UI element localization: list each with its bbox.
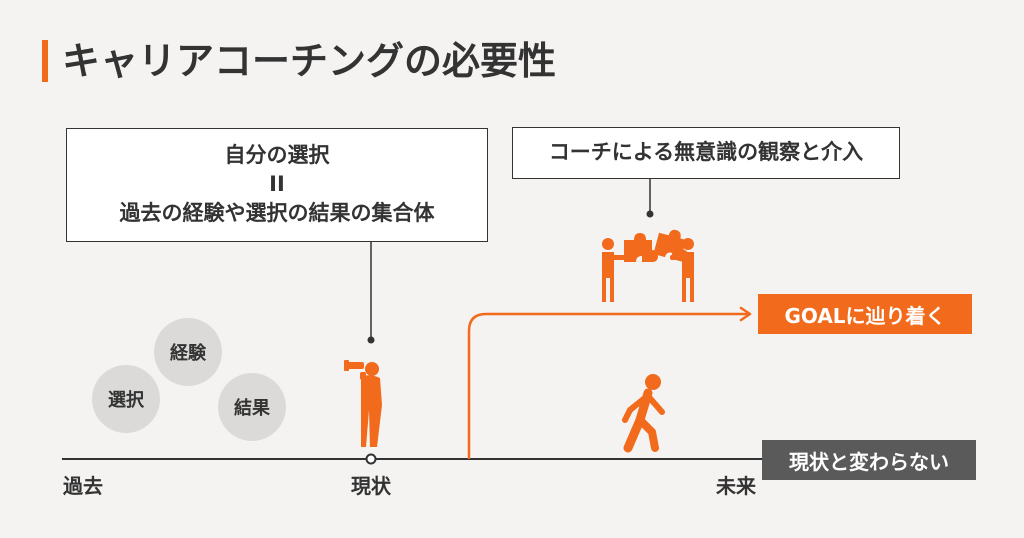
present-marker: [365, 453, 377, 465]
coach-intervention-box: コーチによる無意識の観察と介入: [512, 127, 900, 179]
connector-dot-present: [367, 336, 375, 344]
past-box-line-3: 過去の経験や選択の結果の集合体: [119, 201, 435, 225]
bubble-choice: 選択: [92, 365, 160, 433]
connector-dot-coach: [646, 210, 654, 218]
goal-path: [467, 312, 748, 459]
walking-person-icon: [622, 374, 665, 453]
arrow-right-icon: [739, 306, 752, 322]
page-title: キャリアコーチングの必要性: [62, 39, 557, 83]
bubble-result: 結果: [218, 373, 286, 441]
timeline-label-future: 未来: [716, 474, 756, 498]
past-definition-box: 自分の選択 II 過去の経験や選択の結果の集合体: [66, 128, 488, 242]
timeline-label-present: 現状: [351, 474, 391, 498]
timeline-label-past: 過去: [63, 474, 103, 498]
title-accent-bar: [42, 40, 48, 82]
bubble-experience: 経験: [154, 318, 222, 386]
goal-reached-tag: GOALに辿り着く: [758, 294, 972, 334]
past-box-line-1: 自分の選択: [224, 143, 330, 167]
no-change-tag: 現状と変わらない: [762, 440, 976, 480]
puzzle-people-icon: [602, 229, 694, 302]
telescope-person-icon: [344, 360, 382, 447]
past-box-equals: II: [269, 172, 285, 196]
